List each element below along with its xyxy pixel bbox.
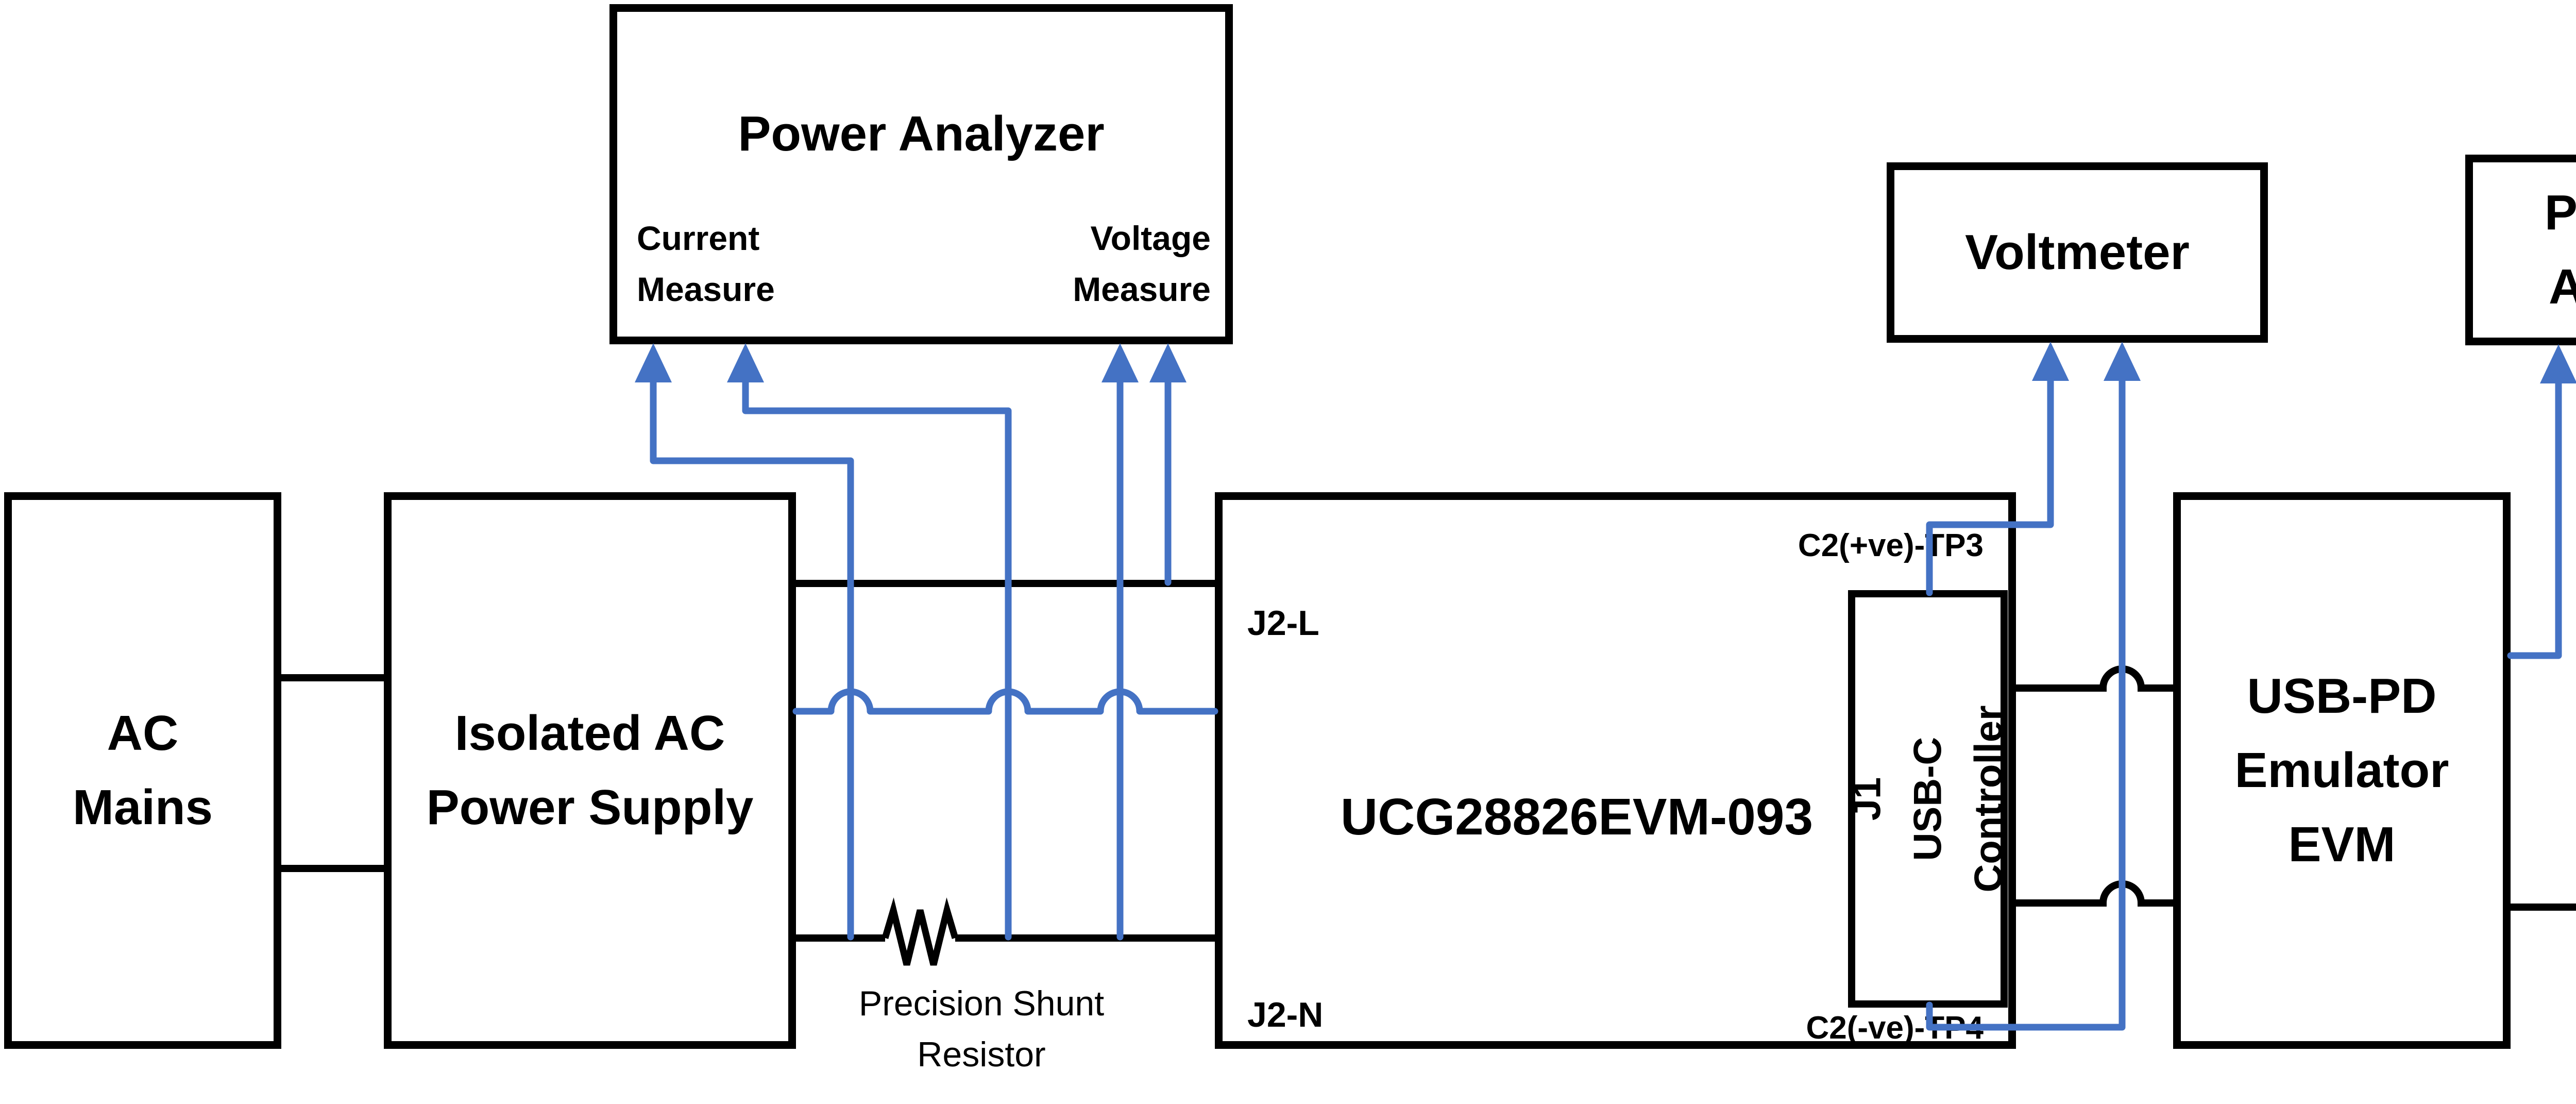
- j2-n-shunt-wire: [796, 897, 1215, 966]
- testpoint-label-tp4: C2(-ve)-TP4: [1806, 1010, 1984, 1046]
- terminal-label-j2-n: J2-N: [1247, 995, 1324, 1034]
- arrow-up-icon: [1149, 343, 1187, 382]
- usb-cable-wire-1: [2009, 665, 2173, 692]
- power-analyzer-box: Power Analyzer Current Measure Voltage M…: [609, 4, 1233, 344]
- usb-pd-emulator-title: USB-PD Emulator EVM: [2234, 668, 2449, 872]
- precision-ammeter-title: Precision Ammeter: [2544, 185, 2576, 314]
- ac-mains-box: AC Mains: [4, 492, 281, 1049]
- evm-to-ammeter-wire: [2507, 379, 2562, 659]
- isolated-supply-box: Isolated AC Power Supply: [384, 492, 796, 1049]
- usb-c-connector-box: J1 USB-C Controller: [1845, 590, 2010, 1008]
- current-measure-port-label: Current Measure: [637, 219, 775, 308]
- precision-ammeter-box: Precision Ammeter: [2465, 155, 2576, 345]
- evm-to-load-wire: [2511, 904, 2576, 911]
- voltmeter-box: Voltmeter: [1887, 162, 2268, 343]
- ac-mains-title: AC Mains: [72, 706, 213, 835]
- arrow-up-icon: [2032, 342, 2069, 381]
- usb-cable-wire-2: [2009, 880, 2173, 907]
- shunt-resistor-label: Precision Shunt Resistor: [858, 984, 1105, 1074]
- testpoint-label-tp3: C2(+ve)-TP3: [1798, 528, 1984, 563]
- arrow-up-icon: [727, 343, 764, 382]
- arrow-up-icon: [2104, 342, 2141, 381]
- usb-pd-emulator-box: USB-PD Emulator EVM: [2173, 492, 2511, 1049]
- arrow-up-icon: [1101, 343, 1139, 382]
- shunt-resistor-symbol: [882, 897, 959, 966]
- terminal-label-j2-l: J2-L: [1247, 604, 1319, 643]
- ac-mains-to-supply-wires: [281, 674, 384, 872]
- power-analyzer-title: Power Analyzer: [738, 106, 1105, 161]
- voltage-measure-port-label: Voltage Measure: [1073, 219, 1211, 308]
- usb-c-connector-label: J1 USB-C Controller: [1845, 705, 2010, 893]
- dut-title: UCG28826EVM-093: [1340, 788, 1814, 846]
- dut-box-ucg28826evm: UCG28826EVM-093 J2-L J2-N C2(+ve)-TP3 C2…: [1215, 492, 2016, 1049]
- voltmeter-title: Voltmeter: [1965, 225, 2190, 280]
- usb-cable-wires: [2009, 665, 2173, 907]
- isolated-supply-title: Isolated AC Power Supply: [426, 706, 754, 835]
- arrow-up-icon: [635, 343, 672, 382]
- arrow-up-icon: [2540, 344, 2576, 383]
- supply-to-dut-blue-wire: [792, 688, 1218, 715]
